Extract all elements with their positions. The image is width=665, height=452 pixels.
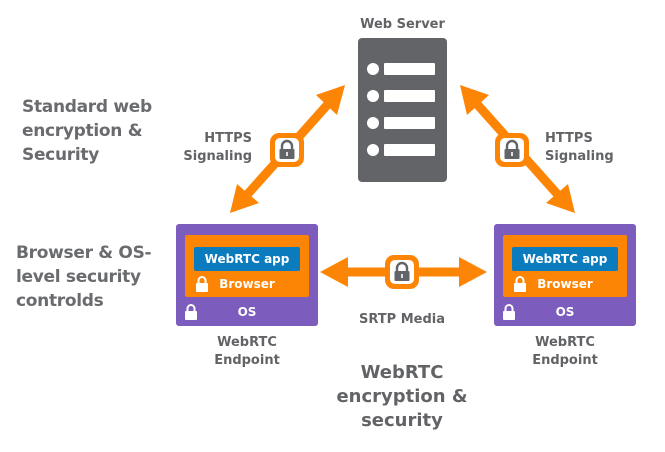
server-slot [384, 117, 435, 129]
server-led [367, 117, 379, 129]
web-server-label: Web Server [360, 17, 445, 32]
label-line: controlds [16, 291, 104, 311]
browser-layer: WebRTC app Browser [185, 235, 309, 297]
lock-icon [196, 276, 208, 292]
label-line: HTTPS [545, 131, 593, 146]
label-line: Browser & OS- [16, 243, 152, 263]
server-slot [384, 90, 435, 102]
browser-os-label: Browser & OS- level security controlds [16, 241, 152, 313]
label-line: Endpoint [214, 353, 280, 368]
os-label: OS [237, 305, 257, 319]
label-line: level security [16, 267, 141, 287]
lock-icon [185, 304, 197, 320]
label-line: Standard web [22, 97, 152, 117]
label-line: Security [22, 145, 99, 165]
right-endpoint: WebRTC app Browser OS [494, 224, 636, 326]
label-line: security [361, 410, 443, 431]
server-icon [358, 38, 447, 182]
left-signaling-label: HTTPS Signaling [180, 130, 252, 166]
browser-layer: WebRTC app Browser [503, 235, 627, 297]
label-line: Signaling [183, 149, 252, 164]
lock-icon [394, 261, 410, 281]
media-lock [385, 255, 419, 289]
server-led [367, 90, 379, 102]
webrtc-app-layer: WebRTC app [194, 247, 300, 271]
server-led [367, 144, 379, 156]
label-line: encryption & [336, 386, 468, 407]
diagram-title: WebRTC encryption & security [322, 361, 482, 433]
arrowhead [230, 184, 259, 213]
lock-icon [514, 276, 526, 292]
server-led [367, 63, 379, 75]
label-line: Endpoint [532, 353, 598, 368]
server-slot [384, 63, 435, 75]
label-line: encryption & [22, 121, 143, 141]
label-line: WebRTC [360, 362, 444, 383]
label-line: WebRTC [217, 335, 277, 350]
arrowhead [316, 85, 345, 115]
arrowhead [546, 184, 575, 213]
standard-web-label: Standard web encryption & Security [22, 95, 152, 167]
arrowhead [460, 85, 489, 115]
browser-label: Browser [219, 277, 275, 291]
label-line: HTTPS [204, 131, 252, 146]
webrtc-app-layer: WebRTC app [512, 247, 618, 271]
right-signaling-label: HTTPS Signaling [545, 130, 625, 166]
left-endpoint-caption: WebRTC Endpoint [176, 334, 318, 370]
left-endpoint: WebRTC app Browser OS [176, 224, 318, 326]
right-endpoint-caption: WebRTC Endpoint [494, 334, 636, 370]
arrowhead [459, 257, 487, 287]
left-signaling-lock [270, 133, 304, 167]
lock-icon [279, 139, 295, 159]
lock-icon [503, 304, 515, 320]
lock-icon [504, 139, 520, 159]
web-server [358, 38, 447, 182]
media-label: SRTP Media [359, 312, 445, 327]
right-signaling-lock [495, 133, 529, 167]
label-line: Signaling [545, 149, 614, 164]
os-label: OS [555, 305, 575, 319]
browser-label: Browser [537, 277, 593, 291]
label-line: WebRTC [535, 335, 595, 350]
server-slot [384, 144, 435, 156]
arrowhead [320, 257, 348, 287]
